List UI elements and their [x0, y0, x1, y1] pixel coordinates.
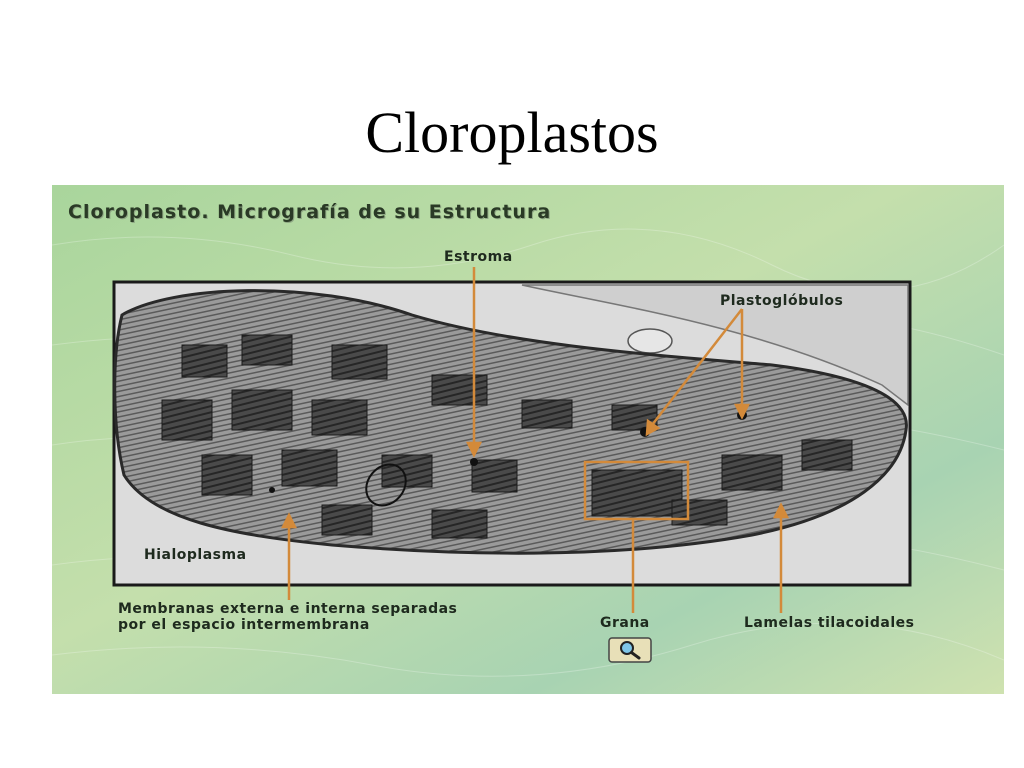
label-lamelas: Lamelas tilacoidales [744, 615, 915, 631]
label-membranas-line2: por el espacio intermembrana [118, 617, 370, 633]
diagram-panel: Cloroplasto. Micrografía de su Estructur… [52, 185, 1004, 694]
diagram-canvas [52, 185, 1004, 694]
diagram-title: Cloroplasto. Micrografía de su Estructur… [68, 201, 552, 223]
label-hialoplasma: Hialoplasma [144, 547, 247, 563]
cell-wall [521, 284, 909, 407]
magnifier-icon[interactable] [608, 637, 652, 663]
vesicle [627, 328, 673, 354]
pointer-arrows [280, 267, 790, 613]
grana-highlight-box [583, 460, 690, 521]
membrane-marker [365, 463, 407, 507]
label-grana: Grana [600, 615, 650, 631]
label-membranas-line1: Membranas externa e interna separadas [118, 601, 458, 617]
chloroplast-body [113, 289, 908, 555]
slide-title: Cloroplastos [365, 100, 659, 165]
label-estroma: Estroma [444, 249, 513, 265]
grana-stacks [161, 334, 853, 539]
label-plastoglobulos: Plastoglóbulos [720, 293, 844, 309]
label-membranas: Membranas externa e interna separadas po… [118, 601, 457, 633]
